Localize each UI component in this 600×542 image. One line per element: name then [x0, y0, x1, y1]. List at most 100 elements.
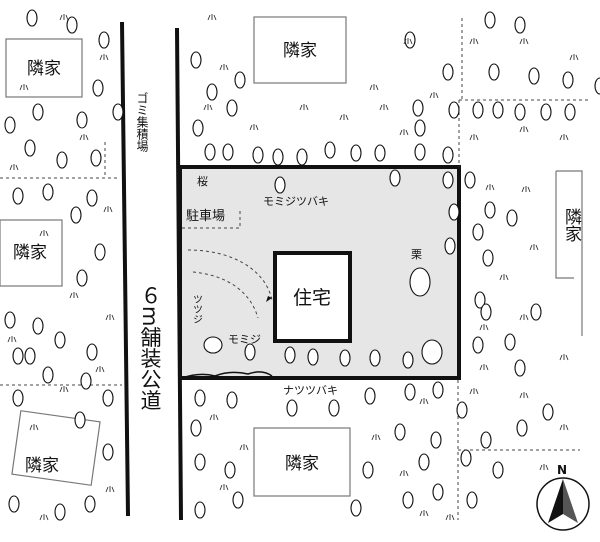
tree-icon [506, 209, 518, 227]
tree-icon [102, 389, 114, 407]
tree-icon [194, 501, 206, 519]
grass-icon [219, 64, 229, 71]
tree-icon [42, 183, 54, 201]
tree-icon [42, 366, 54, 384]
tree-icon [480, 303, 492, 321]
road-edge-right [175, 27, 183, 521]
tree-icon [296, 148, 308, 166]
tree-icon [70, 206, 82, 224]
neighbor-label-top-left: 隣家 [27, 59, 61, 79]
tree-icon [80, 372, 92, 390]
grass-icon [519, 314, 529, 321]
tree-icon [94, 243, 106, 261]
grass-icon [429, 92, 439, 99]
tree-icon [484, 201, 496, 219]
kuri-label: 栗 [411, 248, 422, 261]
grass-icon [79, 134, 89, 141]
neighbor-label-bottom-left: 隣家 [25, 456, 59, 476]
tree-icon [204, 143, 216, 161]
tree-icon [272, 148, 284, 166]
grass-icon [469, 38, 479, 45]
tree-icon [222, 143, 234, 161]
tree-icon [442, 146, 454, 164]
tree-icon [562, 71, 574, 89]
grass-icon [539, 464, 549, 471]
tree-icon [12, 389, 24, 407]
tree-icon [456, 401, 468, 419]
tree-icon [492, 101, 504, 119]
tree-icon [307, 348, 319, 366]
tree-icon [472, 101, 484, 119]
grass-icon [299, 104, 309, 111]
tree-icon [98, 31, 110, 49]
tsutsuji-label: ツツジ [191, 294, 202, 324]
tree-icon [472, 223, 484, 241]
tree-icon [86, 189, 98, 207]
grass-icon [7, 336, 17, 343]
grass-icon [419, 510, 429, 517]
tree-icon [504, 333, 516, 351]
grass-icon [379, 104, 389, 111]
grass-icon [9, 164, 19, 171]
tree-icon [350, 144, 362, 162]
grass-icon [559, 354, 569, 361]
grass-icon [29, 424, 39, 431]
grass-icon [399, 129, 409, 136]
tree-icon [12, 347, 24, 365]
natsutsubaki-label: ナツツバキ [283, 384, 338, 397]
north-arrow-icon [563, 479, 578, 523]
large-tree-icon [409, 267, 431, 297]
tree-icon [480, 431, 492, 449]
property-boundaries [0, 18, 590, 520]
parking-label: 駐車場 [186, 209, 225, 224]
tree-icon [514, 103, 526, 121]
neighbor-label-left: 隣家 [13, 243, 47, 263]
grass-icon [105, 314, 115, 321]
grass-icon [203, 104, 213, 111]
tree-icon [514, 16, 526, 34]
tree-icon [444, 237, 456, 255]
road-label: ６m舗装公道 [138, 285, 162, 411]
tree-icon [244, 343, 256, 361]
tree-icon [232, 491, 244, 509]
grass-icon [519, 392, 529, 399]
tree-icon [389, 169, 401, 187]
tree-icon [224, 461, 236, 479]
trees-layer [4, 9, 600, 521]
house-label: 住宅 [293, 287, 331, 309]
grass-layer [7, 14, 579, 521]
tree-icon [432, 381, 444, 399]
grass-icon [559, 424, 569, 431]
tree-icon [74, 411, 86, 429]
tree-icon [442, 63, 454, 81]
grass-icon [249, 124, 259, 131]
grass-icon [559, 134, 569, 141]
tree-icon [412, 99, 424, 117]
house [273, 251, 352, 343]
tree-icon [540, 103, 552, 121]
tree-icon [76, 269, 88, 287]
tree-icon [414, 143, 426, 161]
tree-icon [542, 403, 554, 421]
tree-icon [350, 499, 362, 517]
tree-icon [32, 317, 44, 335]
north-arrow-icon [548, 479, 563, 523]
grass-icon [529, 244, 539, 251]
tree-icon [24, 347, 36, 365]
grass-icon [479, 364, 489, 371]
grass-icon [371, 434, 381, 441]
tree-icon [190, 51, 202, 69]
momiji-label: モミジ [228, 333, 261, 346]
road-edge-left [120, 21, 130, 517]
tree-icon [530, 303, 542, 321]
tree-icon [4, 311, 16, 329]
grass-icon [469, 134, 479, 141]
tree-icon [528, 67, 540, 85]
tree-icon [460, 449, 472, 467]
tree-icon [466, 491, 478, 509]
tree-icon [374, 144, 386, 162]
tree-icon [442, 171, 454, 189]
momiji-tsubaki-label: モミジツバキ [263, 195, 329, 208]
grass-icon [369, 84, 379, 91]
grass-icon [95, 366, 105, 373]
